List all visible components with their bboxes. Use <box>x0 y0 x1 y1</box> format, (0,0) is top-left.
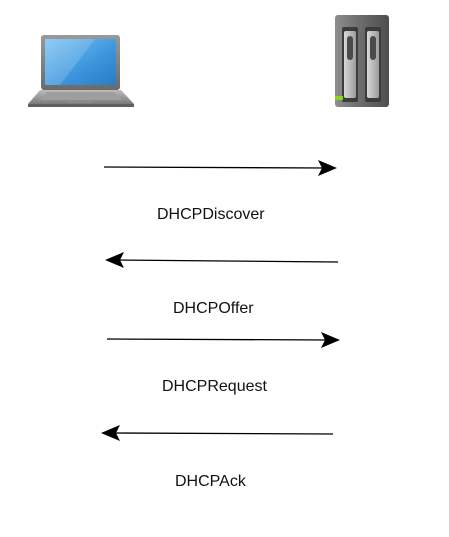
server-icon <box>335 15 389 107</box>
message-label-dhcprequest: DHCPRequest <box>162 378 267 395</box>
arrow-dhcprequest <box>106 332 340 348</box>
arrow-dhcpdiscover <box>103 160 337 176</box>
message-label-dhcpdiscover: DHCPDiscover <box>157 206 265 223</box>
message-label-dhcpack: DHCPAck <box>175 473 246 490</box>
laptop-icon <box>28 35 134 107</box>
message-label-dhcpoffer: DHCPOffer <box>173 300 254 317</box>
arrow-dhcpoffer <box>105 252 339 268</box>
arrow-dhcpack <box>101 425 334 441</box>
